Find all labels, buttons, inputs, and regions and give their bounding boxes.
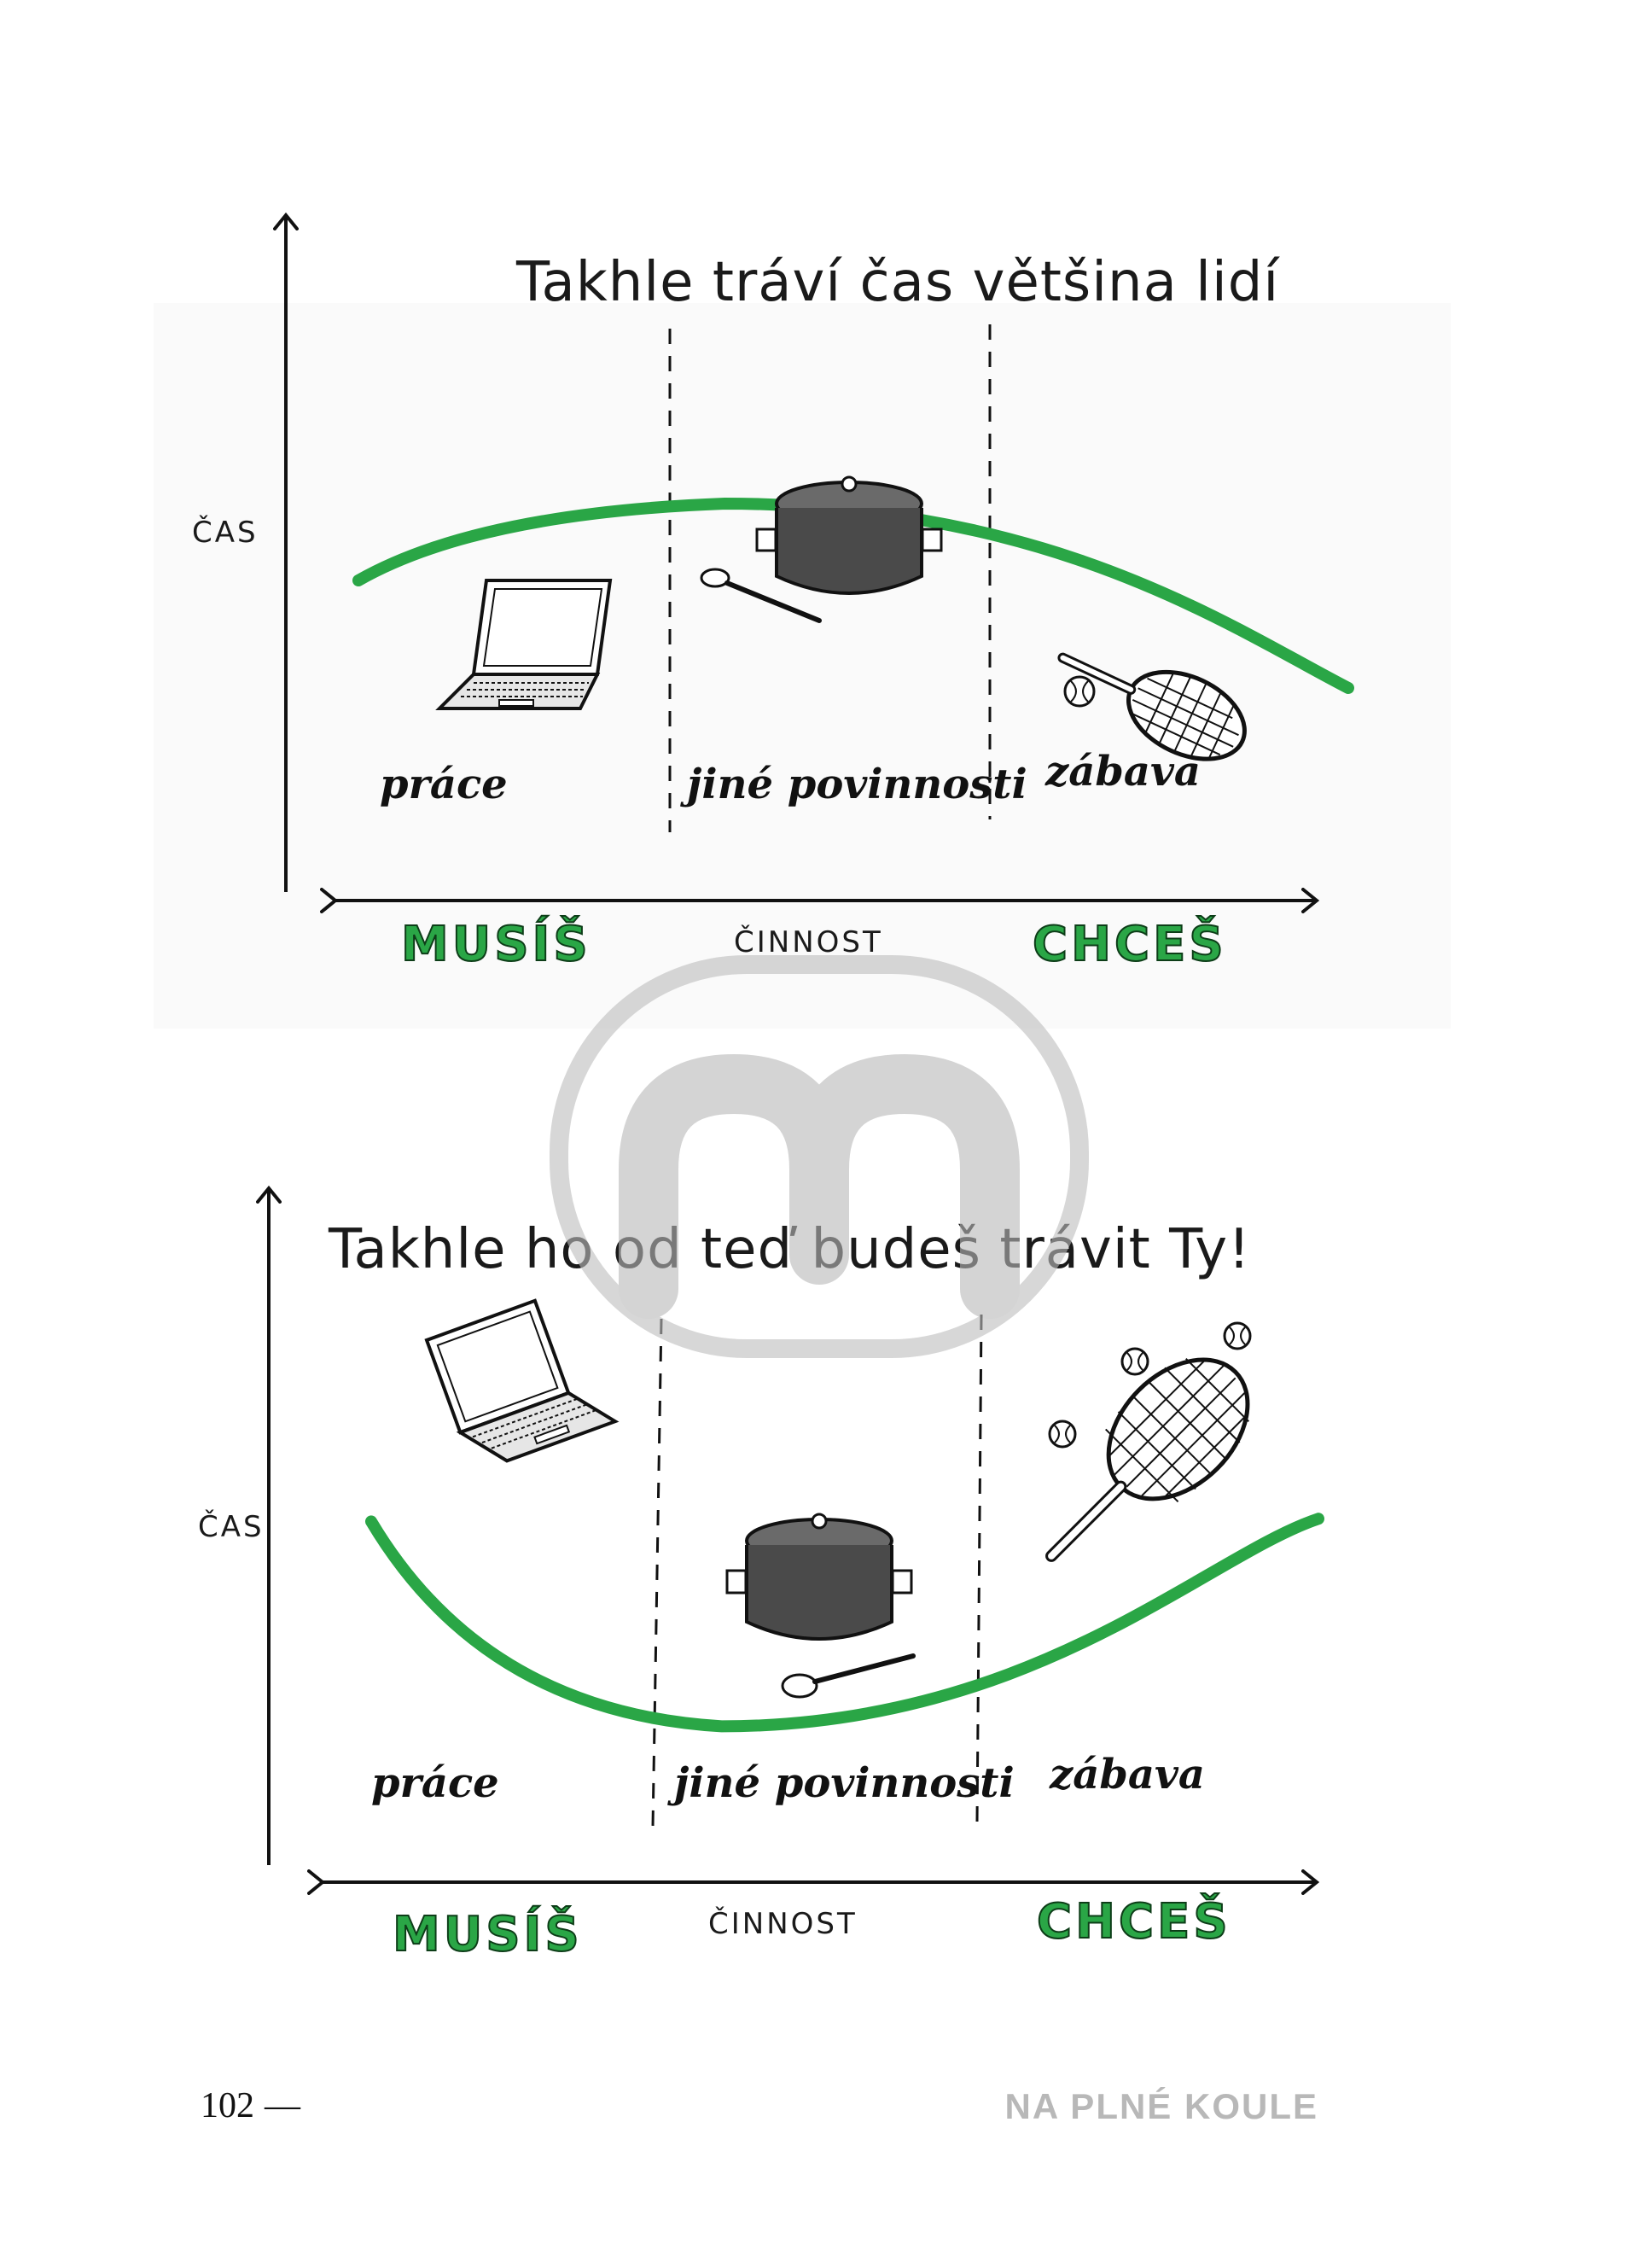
footer-dash: — [264,2086,301,2125]
chart-background [154,303,1451,1029]
right-label-chces: CHCEŠ [1033,917,1227,972]
y-axis-label: ČAS [192,515,259,550]
tennis-ball-icon [1120,1347,1149,1376]
book-title: NA PLNÉ KOULE [1005,2086,1318,2126]
segment-label-jine-povinnosti: jiné povinnosti [680,761,1027,808]
chart-bottom: Takhle ho od teď budeš trávit Ty! ČAS ČI… [198,1185,1324,1963]
tennis-ball-icon [1048,1420,1077,1449]
laptop-icon [424,1298,620,1463]
laptop-icon [435,579,613,710]
segment-label-prace: práce [371,1759,499,1807]
x-axis-label: ČINNOST [734,924,883,959]
chart-title: Takhle ho od teď budeš trávit Ty! [328,1218,1251,1281]
segment-label-zabava: zábava [1044,748,1201,796]
page-number: 102 [201,2086,254,2125]
tennis-racket-icon [1057,652,1247,761]
chart-top: Takhle tráví čas většina lidí ČAS ČINNOS… [192,212,1354,973]
segment-label-zabava: zábava [1049,1751,1205,1799]
x-axis-label: ČINNOST [708,1906,858,1941]
tennis-ball-icon [1063,675,1096,708]
segment-label-jine-povinnosti: jiné povinnosti [667,1759,1015,1807]
segment-label-prace: práce [380,761,508,808]
spoon-icon [781,1653,916,1699]
spoon-icon [700,568,822,623]
y-axis-label: ČAS [198,1509,265,1544]
watermark-logo [550,955,1089,1358]
left-label-musis: MUSÍŠ [401,916,591,972]
pot-icon [725,1513,913,1641]
divider-right [975,1314,983,1823]
divider-left [651,1318,663,1828]
right-label-chces: CHCEŠ [1037,1894,1231,1950]
series-line [365,1513,1324,1733]
chart-title: Takhle tráví čas většina lidí [515,251,1280,314]
pot-icon [755,475,943,595]
tennis-ball-icon [1223,1321,1252,1350]
left-label-musis: MUSÍŠ [393,1906,583,1962]
tennis-racket-icon [1045,1357,1250,1562]
